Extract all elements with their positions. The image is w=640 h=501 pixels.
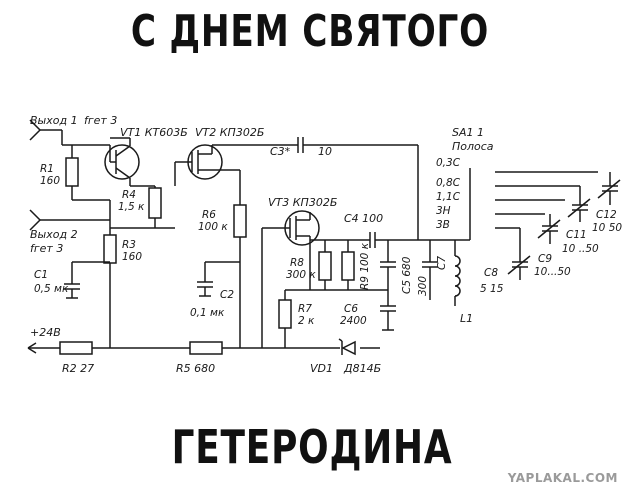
label-c4: С4 100: [344, 212, 383, 225]
label-c1: С1: [34, 269, 48, 281]
zener-vd1: [338, 338, 356, 356]
label-vt3: VT3 КП302Б: [268, 196, 337, 209]
label-r5: R5 680: [176, 362, 215, 375]
label-c5: С5 680: [401, 256, 413, 294]
label-b4: 3Н: [436, 205, 451, 217]
capacitor-c2: [197, 261, 240, 297]
power-bus: [27, 341, 380, 355]
label-c1v: 0,5 мк: [34, 283, 69, 295]
resistor-r3: [103, 234, 117, 348]
capacitor-c1: [64, 261, 110, 299]
label-c6v: 2400: [340, 315, 367, 327]
label-plus24: +24В: [30, 326, 61, 339]
label-fget2: fгет 3: [30, 242, 63, 255]
resistor-r7: [278, 289, 310, 348]
label-l1: L1: [460, 312, 473, 325]
label-r1v: 160: [40, 175, 60, 187]
label-out1: Выход 1: [30, 114, 78, 127]
label-c12: С12: [596, 209, 617, 221]
transistor-vt3: [261, 210, 320, 348]
label-c2: С2: [220, 289, 234, 301]
label-c11v: 10 ..50: [562, 243, 599, 255]
top-caption: С ДНЕМ СВЯТОГО: [130, 6, 490, 57]
label-b2: 0,8С: [436, 177, 461, 189]
label-c12v: 10 50: [592, 222, 622, 234]
label-c8: С8: [484, 267, 498, 279]
capacitor-c9: [537, 214, 561, 244]
label-b1: 0,3С: [436, 157, 461, 169]
transistor-vt1: [104, 137, 155, 187]
label-r6v: 100 к: [198, 221, 228, 233]
output-2-terminal: [29, 200, 111, 235]
switch-contacts: [495, 171, 598, 229]
output-1-terminal: [29, 119, 110, 146]
label-c3: С3*: [270, 145, 291, 158]
label-r1: R1: [40, 163, 54, 175]
label-r4: R4: [122, 189, 136, 201]
transistor-vt2: [174, 144, 290, 186]
capacitor-c8: [507, 228, 531, 280]
resistor-r6: [233, 170, 247, 348]
label-out2: Выход 2: [30, 228, 78, 241]
label-c7: С7: [436, 256, 448, 270]
label-c9: С9: [538, 253, 552, 265]
label-r8: R8: [290, 257, 304, 269]
label-r4v: 1,5 к: [118, 201, 145, 213]
label-vt1: VT1 КТ603Б: [120, 126, 188, 139]
resistor-r4: [110, 186, 175, 229]
label-c7v: 300: [417, 276, 429, 296]
label-r3: R3: [122, 239, 136, 251]
label-c2v: 0,1 мк: [190, 307, 225, 319]
watermark: YAPLAKAL.COM: [507, 471, 618, 485]
label-fget1: fгет 3: [84, 114, 117, 127]
label-c11: С11: [566, 229, 587, 241]
capacitor-c5: [380, 240, 396, 290]
label-c9v: 10...50: [534, 266, 571, 278]
label-c8v: 5 15: [480, 283, 504, 295]
capacitor-c7: [422, 240, 438, 300]
label-r9: R9 100 к: [359, 242, 371, 290]
label-r7v: 2 к: [298, 315, 315, 327]
resistor-r8: [318, 240, 332, 290]
label-b5: 3В: [436, 219, 450, 231]
capacitor-c3: [290, 137, 419, 240]
label-c6: С6: [344, 303, 358, 315]
label-c3v: 10: [318, 145, 332, 158]
label-sa1: SA1 1: [452, 126, 484, 139]
label-vt2: VT2 КП302Б: [195, 126, 264, 139]
capacitor-c4: [310, 232, 430, 248]
label-vd1: VD1: [310, 362, 333, 375]
capacitor-c11: [567, 186, 591, 222]
switch-sa1: [455, 168, 471, 241]
bottom-caption: ГЕТЕРОДИНА: [171, 420, 453, 474]
label-r2: R2 27: [62, 362, 94, 375]
capacitor-c12: [597, 172, 621, 205]
capacitor-c6: [380, 290, 396, 331]
label-b3: 1,1С: [436, 191, 461, 203]
resistor-r9: [310, 240, 388, 291]
label-band: Полоса: [452, 140, 494, 153]
label-r3v: 160: [122, 251, 142, 263]
label-vd1v: Д814Б: [343, 362, 381, 375]
label-r7: R7: [298, 303, 312, 315]
resistor-r1: [65, 145, 110, 201]
label-r8v: 300 к: [286, 269, 316, 281]
inductor-l1: [430, 239, 461, 306]
label-r6: R6: [202, 209, 216, 221]
